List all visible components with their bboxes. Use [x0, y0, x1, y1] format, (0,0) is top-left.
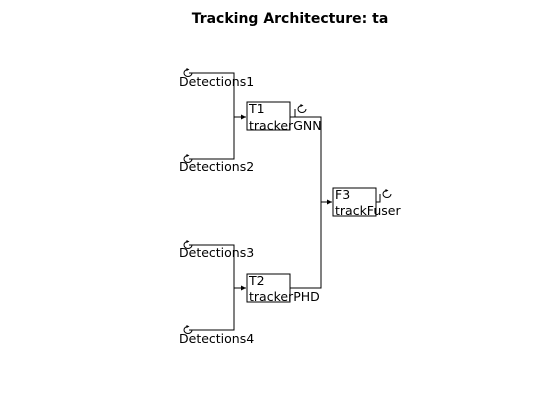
block-t2[interactable]: T2 trackerPHD [246, 273, 320, 304]
wire-detections3-t2 [189, 244, 246, 291]
diagram-title: Tracking Architecture: ta [192, 11, 389, 27]
block-t1[interactable]: T1 trackerGNN [246, 101, 322, 133]
detections4-label: Detections4 [179, 331, 254, 346]
block-f3-box[interactable] [332, 187, 377, 217]
wire-t1-f3 [290, 116, 332, 205]
block-t2-name: trackerPHD [249, 289, 320, 304]
wire-t1-output [290, 109, 296, 118]
wire-f3-output [376, 194, 381, 203]
detections1-label: Detections1 [179, 74, 254, 89]
wire-t2-f3 [290, 202, 322, 289]
t1-output-icon [297, 104, 307, 113]
wire-detections2-t1 [189, 117, 235, 160]
block-f3-id: F3 [335, 187, 350, 202]
wire-detections4-t2 [189, 288, 235, 331]
wire-detections1-t1 [189, 72, 246, 120]
block-t1-name: trackerGNN [249, 118, 322, 133]
f3-output-icon [382, 189, 392, 198]
block-t1-id: T1 [248, 101, 265, 116]
block-t2-id: T2 [248, 273, 265, 288]
detections3-label: Detections3 [179, 245, 254, 260]
block-t1-box[interactable] [246, 101, 291, 131]
block-t2-box[interactable] [246, 273, 291, 303]
block-f3-name: trackFuser [335, 203, 401, 218]
block-f3[interactable]: F3 trackFuser [332, 187, 401, 218]
detections2-label: Detections2 [179, 159, 254, 174]
